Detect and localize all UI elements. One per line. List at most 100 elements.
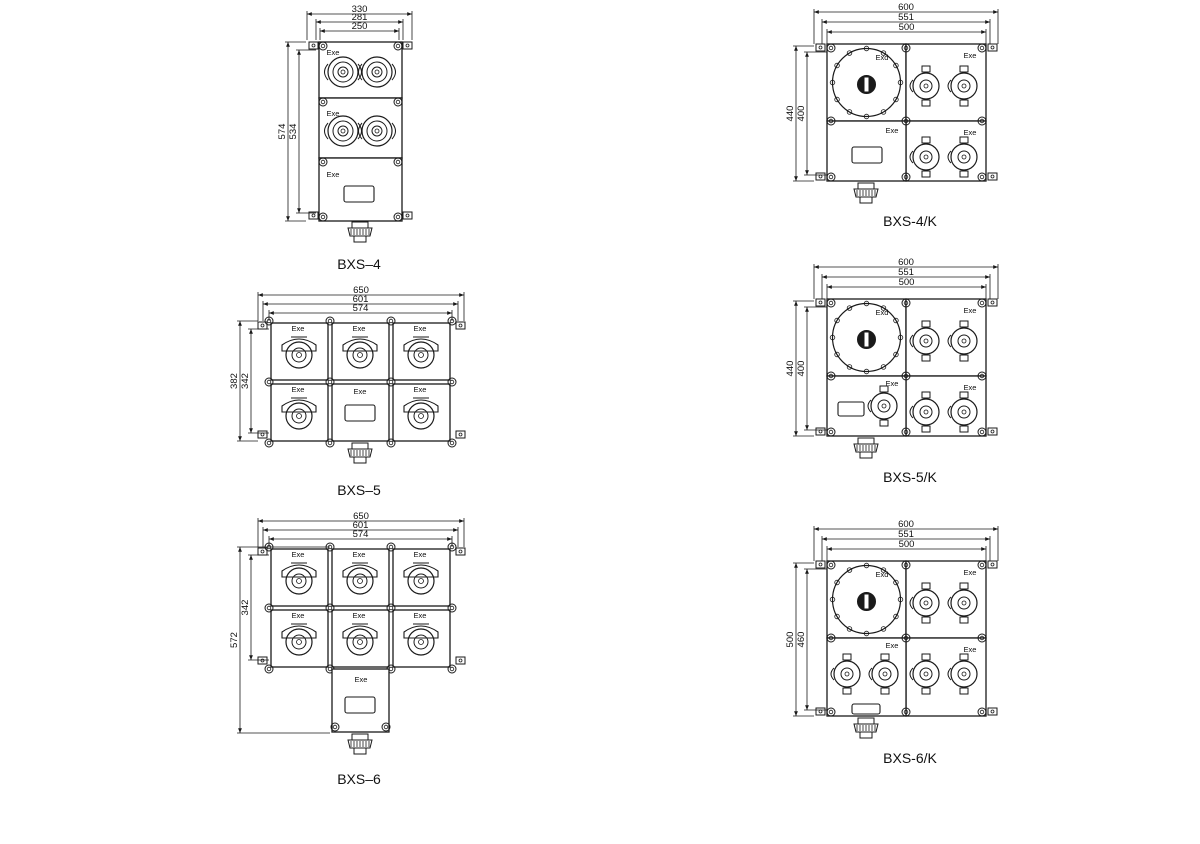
bolt-hole <box>828 174 834 180</box>
socket-body <box>285 402 313 430</box>
exd-cover <box>831 47 902 118</box>
socket-tab <box>921 170 931 178</box>
socket-lid <box>947 334 952 348</box>
mounting-foot <box>815 707 826 716</box>
bolt-hole <box>388 318 394 324</box>
bolt <box>977 298 987 308</box>
socket-pin <box>340 128 346 134</box>
bolt-hole <box>388 605 394 611</box>
socket-body <box>346 567 374 595</box>
dimension-label: 342 <box>240 373 251 389</box>
mounting-hole <box>990 300 995 305</box>
socket-lid <box>947 405 952 419</box>
bolt-hole <box>903 709 909 715</box>
bolt-hole <box>395 214 401 220</box>
socket-pin <box>418 352 424 358</box>
dimension-label: 400 <box>796 361 807 377</box>
dimension-label: 440 <box>785 361 796 377</box>
bolt-hole <box>903 174 909 180</box>
socket-tab <box>921 99 931 107</box>
socket-face <box>352 573 368 589</box>
socket-body <box>346 341 374 369</box>
bolt <box>318 97 328 107</box>
socket-face <box>291 634 307 650</box>
bolt <box>826 116 836 126</box>
socket-pin <box>374 128 380 134</box>
mounting-hole <box>311 43 316 48</box>
bolt <box>977 560 987 570</box>
socket-lid <box>324 122 329 140</box>
knob-indicator <box>864 594 869 609</box>
bolt <box>447 377 457 387</box>
mounting-hole <box>458 323 463 328</box>
bolt-hole <box>828 429 834 435</box>
socket-tab <box>921 136 931 144</box>
drawing-title-bxs-4: BXS–4 <box>337 256 381 272</box>
exe-compartment <box>826 120 907 182</box>
socket-lid <box>391 122 396 140</box>
zone-label: Exe <box>886 641 899 650</box>
dimension-label: 460 <box>796 632 807 648</box>
mounting-hole <box>405 213 410 218</box>
drawing-title-bxs-4k: BXS-4/K <box>883 213 937 229</box>
socket-pin <box>844 671 850 677</box>
mounting-foot <box>308 211 319 220</box>
cover-bolt <box>829 79 836 86</box>
zone-label: Exe <box>292 611 305 620</box>
cable-gland-nut <box>347 739 373 749</box>
bolt <box>826 427 836 437</box>
socket-lid <box>391 63 396 81</box>
bolt-hole <box>449 318 455 324</box>
socket-tab <box>842 687 852 695</box>
bolt <box>447 542 457 552</box>
socket-face <box>919 405 933 419</box>
socket-lid <box>868 667 873 681</box>
cover-bolt <box>834 317 840 324</box>
socket-pin <box>882 671 888 677</box>
mounting-hole <box>990 562 995 567</box>
cable-entry <box>859 196 873 204</box>
mounting-foot <box>402 41 413 50</box>
mounting-hole <box>311 213 316 218</box>
socket-body <box>950 327 978 355</box>
bolt-hole <box>266 318 272 324</box>
socket-pin <box>357 352 363 358</box>
zone-label: Exe <box>292 550 305 559</box>
bolt-hole <box>320 43 326 49</box>
socket-pin <box>961 671 967 677</box>
socket-face <box>878 667 892 681</box>
socket-pin <box>881 403 887 409</box>
bolt <box>330 722 340 732</box>
bolt-hole <box>388 544 394 550</box>
mounting-foot <box>987 43 998 52</box>
cable-gland <box>351 442 369 450</box>
cable-gland-nut <box>853 188 879 198</box>
socket-body <box>361 56 393 88</box>
dimension-label: 534 <box>288 124 299 140</box>
socket-tab <box>921 616 931 624</box>
bolt <box>977 43 987 53</box>
bolt <box>386 377 396 387</box>
label-plate <box>343 185 375 203</box>
bolt-hole <box>903 300 909 306</box>
socket-pin <box>923 338 929 344</box>
cover-bolt <box>893 62 899 69</box>
cable-entry <box>859 731 873 739</box>
socket-face <box>919 667 933 681</box>
socket-lid <box>867 399 872 413</box>
bolt-hole <box>979 429 985 435</box>
bolt <box>977 633 987 643</box>
socket-ring <box>366 61 388 83</box>
bolt-hole <box>903 118 909 124</box>
zone-label: Exd <box>876 53 889 62</box>
socket-cover <box>342 564 378 578</box>
bolt-hole <box>320 214 326 220</box>
zone-label: Exe <box>353 611 366 620</box>
enclosure-compartment <box>318 157 403 222</box>
exe-compartment <box>905 375 987 437</box>
zone-label: Exe <box>354 387 367 396</box>
cover-bolt <box>863 45 870 52</box>
socket-body <box>912 72 940 100</box>
cover-bolt <box>897 596 904 603</box>
